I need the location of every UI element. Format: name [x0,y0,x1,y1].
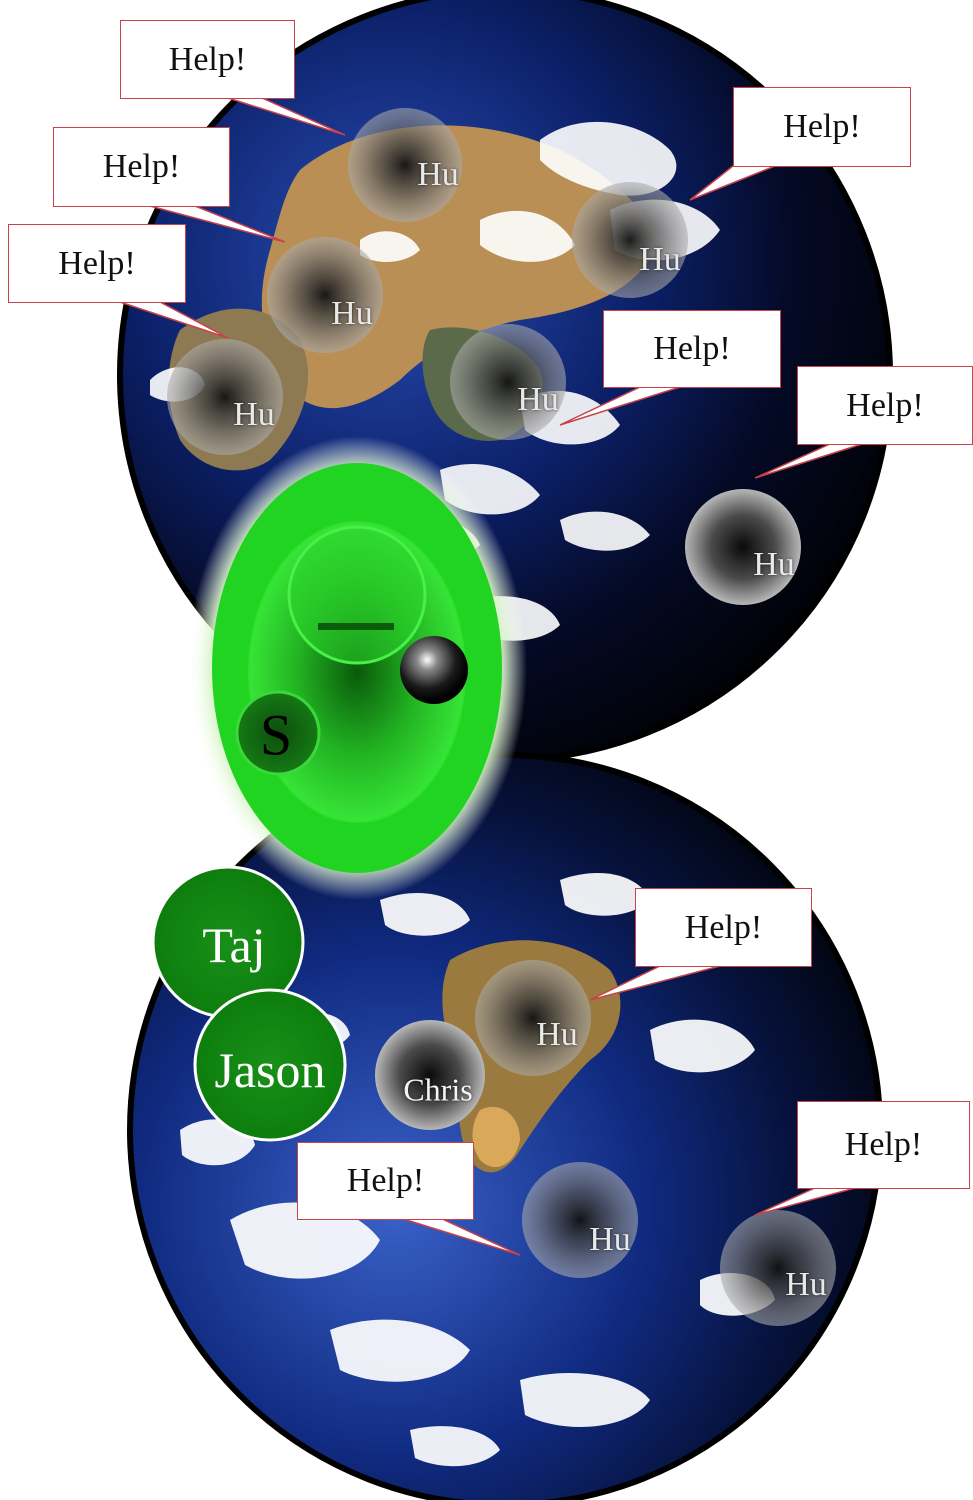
hu-label: Hu [589,1221,631,1258]
help-bubble: Help! [797,366,973,445]
minus-icon [318,623,394,630]
jason-label: Jason [214,1042,326,1098]
help-bubble: Help! [603,310,781,388]
bubble-text: Help! [346,1162,425,1199]
bubble-text: Help! [102,148,181,185]
bubble-text: Help! [846,386,924,424]
help-bubble: Help! [635,888,812,967]
green-figures [151,865,347,1142]
bubble-text: Help! [653,330,731,367]
hu-label: Hu [331,295,373,332]
bubble-text: Help! [844,1126,923,1163]
help-bubble: Help! [733,87,911,167]
help-bubble: Help! [120,20,295,99]
black-ball [400,636,468,704]
green-oval [187,436,527,900]
hu-figures [167,108,836,1326]
hu-label: Hu [753,546,795,583]
taj-label: Taj [202,917,266,973]
chris-label: Chris [403,1071,473,1108]
bubble-text: Help! [58,244,136,282]
help-bubble: Help! [297,1142,474,1220]
s-label: S [259,702,293,768]
hu-label: Hu [517,381,559,418]
bubble-text: Help! [684,908,763,946]
hu-label: Hu [417,156,459,193]
help-bubble: Help! [53,127,230,207]
help-bubble: Help! [797,1101,970,1189]
hu-label: Hu [785,1266,827,1303]
help-bubble: Help! [8,224,186,303]
hu-label: Hu [233,396,275,433]
bubble-text: Help! [168,40,247,78]
bubble-text: Help! [783,108,861,145]
hu-label: Hu [639,241,681,278]
hu-label: Hu [536,1016,578,1053]
